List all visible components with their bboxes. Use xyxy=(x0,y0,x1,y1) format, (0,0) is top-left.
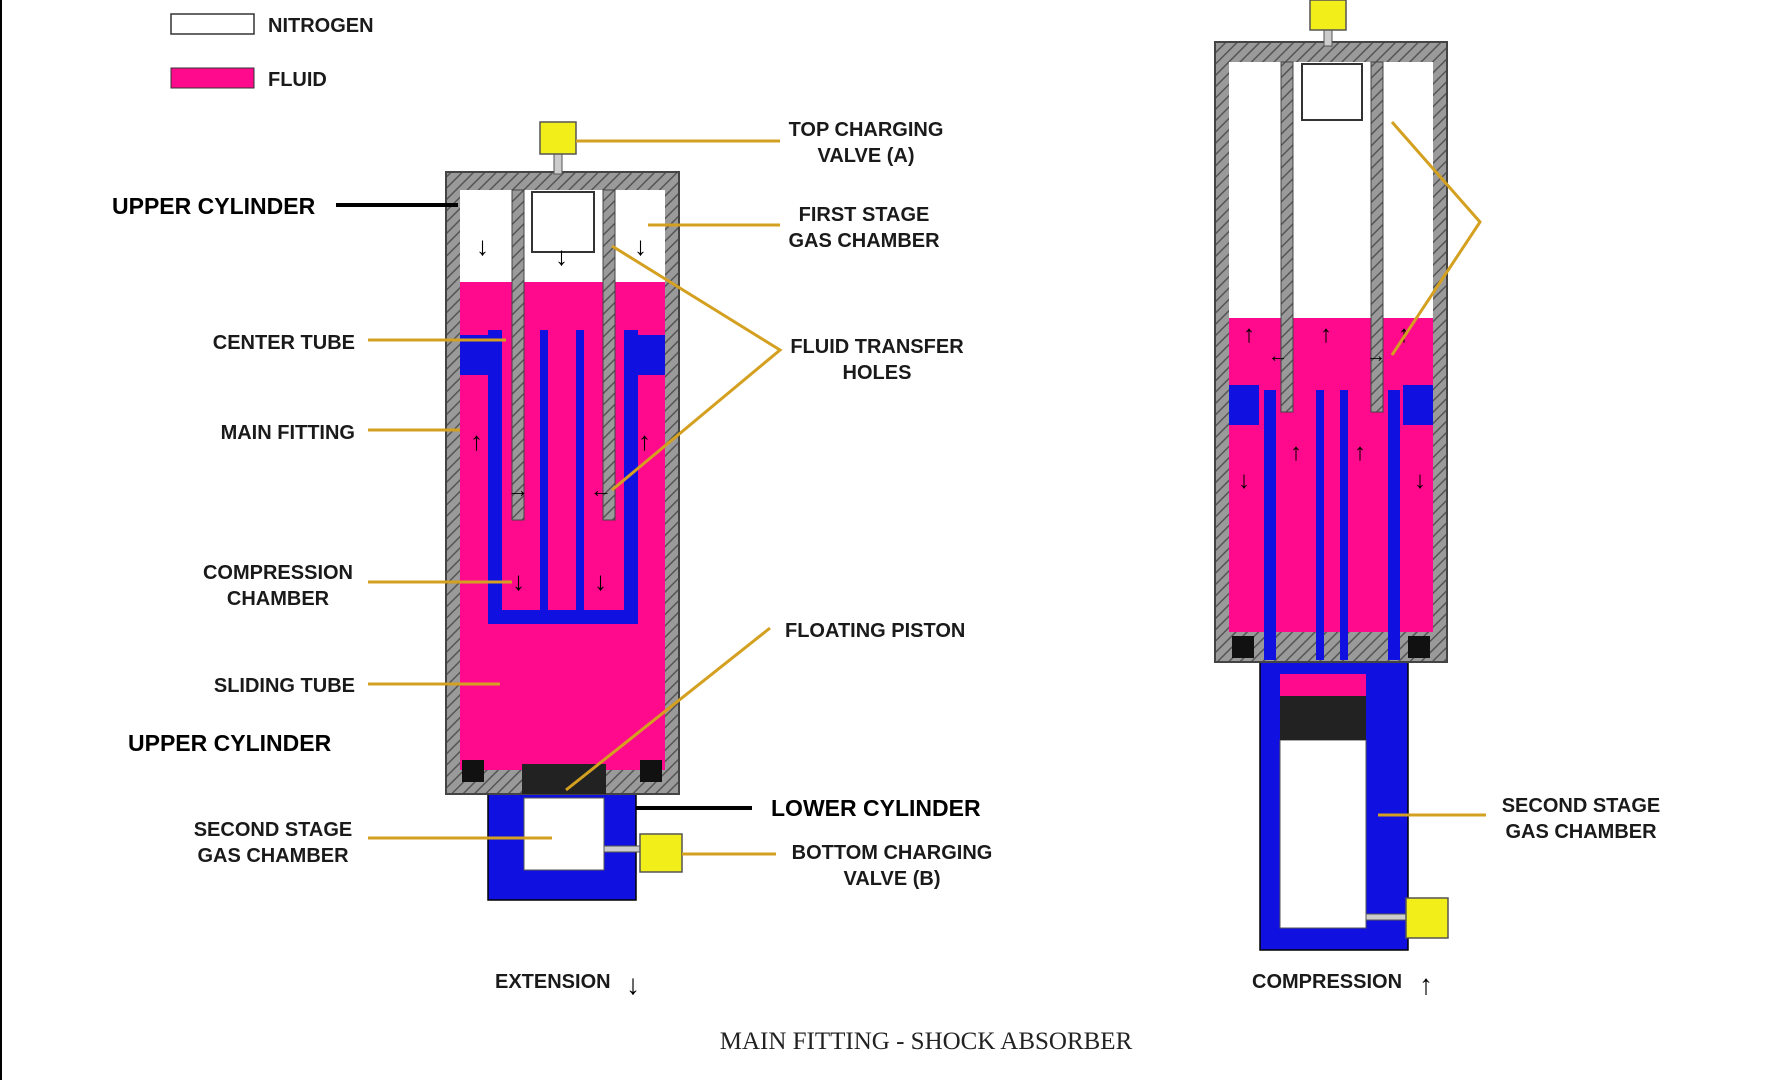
top-valve-plug-right xyxy=(1301,63,1363,121)
bottom-valve-stem xyxy=(603,845,641,853)
bottom-charging-valve xyxy=(639,833,683,873)
label-sliding-tube: SLIDING TUBE xyxy=(214,675,355,697)
arrow-down-icon: ↓ xyxy=(476,231,489,261)
label-fluid-transfer-line2: HOLES xyxy=(843,362,912,384)
top-valve-plug xyxy=(531,191,595,253)
top-charging-valve xyxy=(539,121,577,155)
label-first-stage-line1: FIRST STAGE xyxy=(799,204,930,226)
arrow-left-icon: ← xyxy=(590,477,612,502)
legend: NITROGEN FLUID xyxy=(170,13,374,91)
figure-caption: MAIN FITTING - SHOCK ABSORBER xyxy=(720,1028,1133,1055)
leader-lines xyxy=(368,121,1486,856)
label-fluid-transfer-line1: FLUID TRANSFER xyxy=(790,336,964,358)
main-fitting-left-right xyxy=(1229,385,1259,425)
arrow-left-icon: ← xyxy=(1268,345,1288,367)
lower-fluid xyxy=(524,624,604,764)
label-compression-chamber-line2: CHAMBER xyxy=(227,588,330,610)
center-tube-wall-left-right xyxy=(1280,61,1294,413)
label-second-stage-left-line1: SECOND STAGE xyxy=(194,819,353,841)
main-fitting-right-right xyxy=(1403,385,1433,425)
arrow-down-icon: ↓ xyxy=(626,969,640,1000)
sliding-tube-top xyxy=(488,610,638,624)
extension-diagram: ↓ ↓ ↓ ↑ ↑ → ← ↓ ↓ xyxy=(445,121,683,901)
seal-left xyxy=(462,760,484,782)
sliding-tube-right-right xyxy=(1388,390,1400,660)
arrow-up-icon: ↑ xyxy=(638,426,651,456)
compression-diagram: ↑ ↑ ↑ ← → ↑ ↑ ↓ ↓ xyxy=(1214,0,1449,951)
label-second-stage-left-line2: GAS CHAMBER xyxy=(197,845,349,867)
lower-fluid-right xyxy=(1280,674,1366,696)
label-compression: COMPRESSION xyxy=(1252,971,1402,993)
arrow-up-icon: ↑ xyxy=(470,426,483,456)
label-top-charging-valve-line2: VALVE (A) xyxy=(817,145,914,167)
label-extension: EXTENSION xyxy=(495,971,611,993)
seal-right-right xyxy=(1408,636,1430,658)
labels: TOP CHARGING VALVE (A) FIRST STAGE GAS C… xyxy=(112,119,1660,1055)
label-upper-cylinder-bottom: UPPER CYLINDER xyxy=(128,730,332,756)
arrow-down-icon: ↓ xyxy=(512,566,525,596)
sliding-tube-right xyxy=(624,330,638,610)
label-center-tube: CENTER TUBE xyxy=(213,332,355,354)
bottom-charging-valve-right xyxy=(1405,897,1449,939)
arrow-down-icon: ↓ xyxy=(555,241,568,271)
seal-left-right xyxy=(1232,636,1254,658)
piston-rod-left xyxy=(540,330,548,610)
second-stage-nitrogen-right xyxy=(1279,739,1367,929)
legend-fluid-swatch xyxy=(170,67,255,89)
top-charging-valve-right xyxy=(1309,0,1347,31)
bottom-valve-stem-right xyxy=(1365,913,1407,921)
black-leader-lines xyxy=(336,203,752,810)
legend-fluid-label: FLUID xyxy=(268,69,327,91)
center-tube-wall-left xyxy=(511,189,525,521)
label-main-fitting: MAIN FITTING xyxy=(221,422,355,444)
arrow-right-icon: → xyxy=(507,477,529,502)
label-top-charging-valve-line1: TOP CHARGING xyxy=(789,119,944,141)
label-bottom-charging-line2: VALVE (B) xyxy=(843,868,940,890)
legend-nitrogen-label: NITROGEN xyxy=(268,15,374,37)
label-second-stage-right-line1: SECOND STAGE xyxy=(1502,795,1661,817)
arrow-up-icon: ↑ xyxy=(1243,321,1255,348)
arrow-up-icon: ↑ xyxy=(1320,321,1332,348)
arrow-down-icon: ↓ xyxy=(594,566,607,596)
floating-piston-right xyxy=(1280,696,1366,740)
sliding-tube-left-right xyxy=(1264,390,1276,660)
label-compression-chamber-line1: COMPRESSION xyxy=(203,562,353,584)
center-tube-wall-right-right xyxy=(1370,61,1384,413)
arrow-up-icon: ↑ xyxy=(1290,439,1302,466)
arrow-down-icon: ↓ xyxy=(1414,467,1426,494)
label-bottom-charging-line1: BOTTOM CHARGING xyxy=(792,842,993,864)
sliding-tube-left xyxy=(488,330,502,610)
arrow-down-icon: ↓ xyxy=(634,231,647,261)
center-tube-wall-right xyxy=(602,189,616,521)
second-stage-nitrogen-left xyxy=(523,797,605,871)
piston-rod-left-right xyxy=(1316,390,1324,660)
arrow-down-icon: ↓ xyxy=(1238,467,1250,494)
seal-right xyxy=(640,760,662,782)
arrow-up-icon: ↑ xyxy=(1354,439,1366,466)
arrow-right-icon: → xyxy=(1366,345,1386,367)
label-lower-cylinder: LOWER CYLINDER xyxy=(771,795,981,821)
label-upper-cylinder-top: UPPER CYLINDER xyxy=(112,193,316,219)
piston-rod-right xyxy=(576,330,584,610)
label-floating-piston: FLOATING PISTON xyxy=(785,620,965,642)
arrow-up-icon: ↑ xyxy=(1419,969,1433,1000)
legend-nitrogen-swatch xyxy=(170,13,255,35)
label-second-stage-right-line2: GAS CHAMBER xyxy=(1505,821,1657,843)
piston-rod-right-right xyxy=(1340,390,1348,660)
label-first-stage-line2: GAS CHAMBER xyxy=(788,230,940,252)
